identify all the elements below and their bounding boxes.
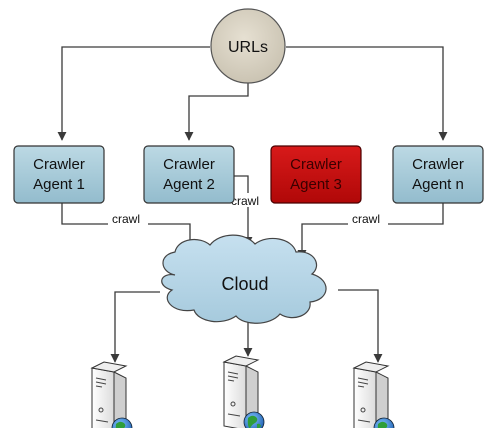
urls-label: URLs	[228, 39, 268, 56]
web-server-icon	[91, 361, 133, 428]
cloud-icon	[161, 234, 327, 324]
agent-n-line1: Crawler	[412, 156, 464, 173]
agent-1-line1: Crawler	[33, 156, 85, 173]
crawler-agent-n: Crawler Agent n	[392, 145, 484, 204]
crawler-agent-2: Crawler Agent 2	[143, 145, 235, 204]
edge-agent2-cloud	[234, 175, 253, 246]
agent-n-line2: Agent n	[412, 176, 464, 193]
edge-cloud-server3	[338, 289, 383, 363]
agent-1-line2: Agent 1	[33, 176, 85, 193]
crawler-agent-1: Crawler Agent 1	[13, 145, 105, 204]
edge-urls-agent2	[184, 76, 249, 141]
cloud-label: Cloud	[221, 274, 268, 294]
crawl-label-agent2: crawl	[231, 194, 259, 208]
web-server-icon	[353, 361, 395, 428]
edge-urls-agentn	[286, 46, 448, 141]
urls-node: URLs	[210, 8, 286, 84]
edge-urls-agent1	[57, 46, 210, 141]
crawl-label-agentn: crawl	[352, 212, 380, 226]
crawl-label-agent1: crawl	[112, 212, 140, 226]
edge-cloud-server1	[110, 291, 160, 363]
web-server-icon	[223, 355, 265, 428]
agent-2-line2: Agent 2	[163, 176, 215, 193]
agent-3-line2: Agent 3	[290, 176, 342, 193]
crawler-agent-3-failed: Crawler Agent 3	[270, 145, 362, 204]
agent-2-line1: Crawler	[163, 156, 215, 173]
agent-3-line1: Crawler	[290, 156, 342, 173]
cloud-node: Cloud	[161, 234, 327, 324]
